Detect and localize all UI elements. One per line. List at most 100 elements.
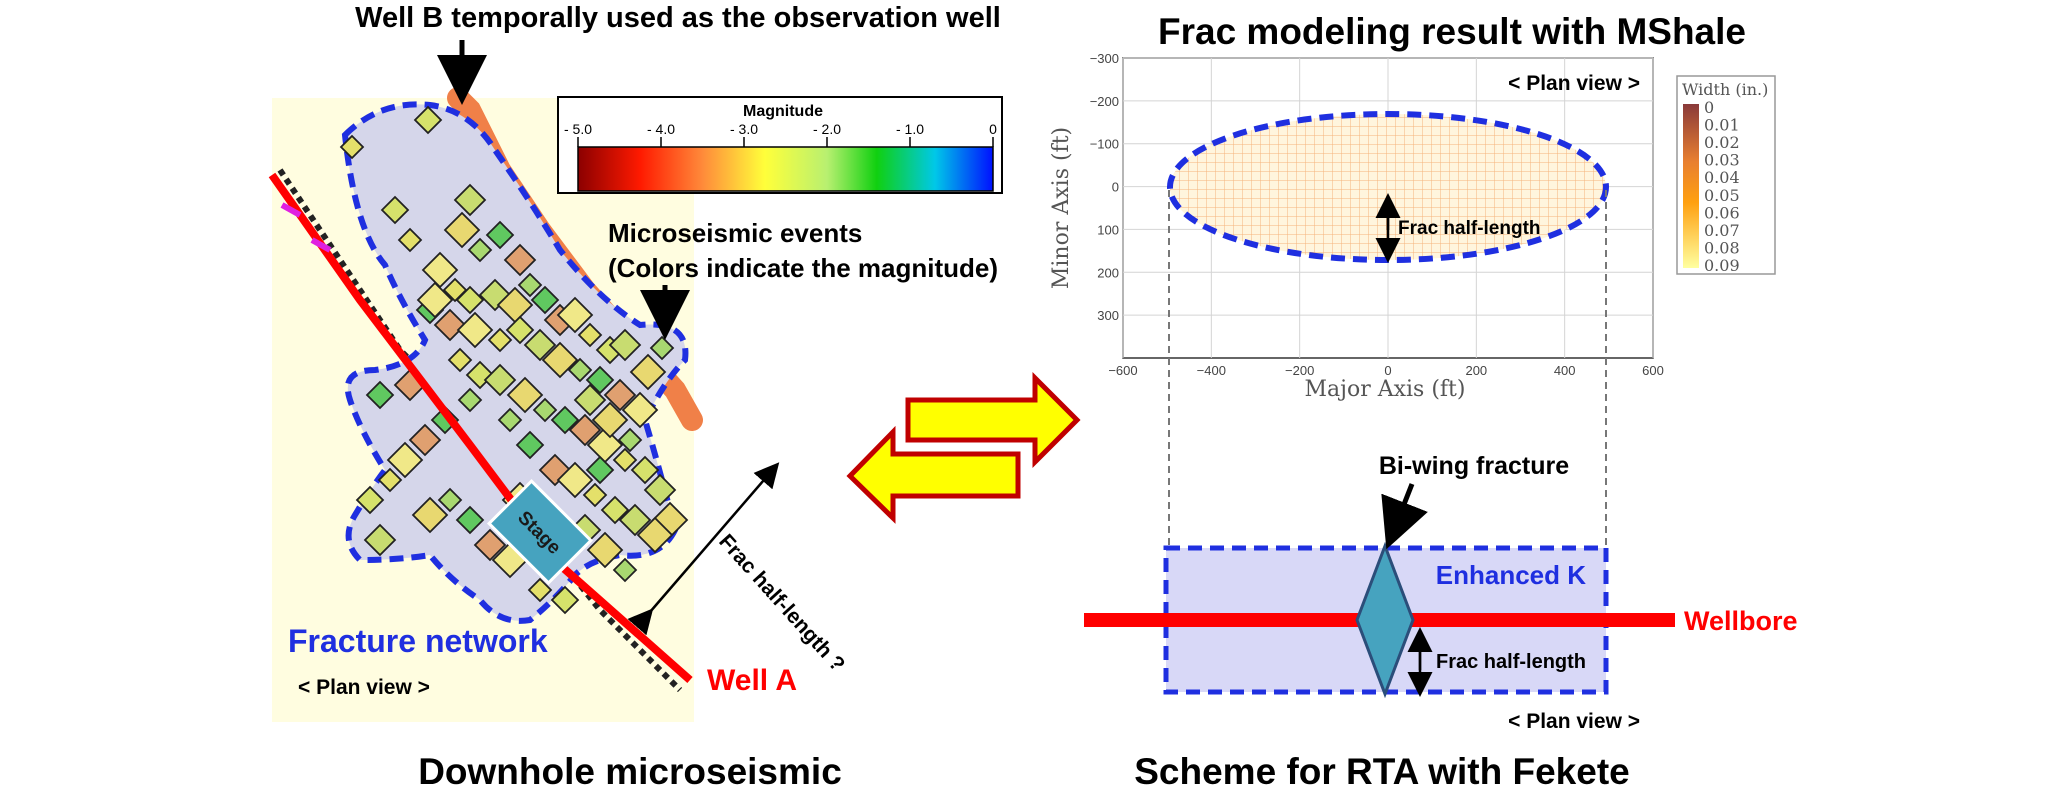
- arrow-left: [846, 425, 1021, 524]
- microseismic-event: [455, 505, 485, 535]
- microseismic-label-line2: (Colors indicate the magnitude): [608, 253, 998, 283]
- y-tick-label: 100: [1097, 222, 1119, 237]
- stage-box: Stage: [486, 478, 594, 586]
- well-a-magenta-marks: [280, 202, 332, 253]
- left-plan-view-label: < Plan view >: [298, 676, 430, 699]
- magnitude-tick-label: - 5.0: [564, 121, 592, 137]
- width-legend-title: Width (in.): [1682, 80, 1768, 99]
- width-legend-value: 0.02: [1704, 133, 1740, 152]
- microseismic-event: [386, 441, 424, 479]
- ellipse-frac-label: Frac half-length: [1398, 218, 1541, 239]
- magnitude-tick-label: - 3.0: [730, 121, 758, 137]
- microseismic-event: [585, 365, 615, 395]
- exchange-arrows: [846, 371, 1081, 524]
- microseismic-event: [568, 413, 602, 447]
- y-tick-label: −100: [1090, 137, 1119, 152]
- microseismic-event: [582, 482, 608, 508]
- microseismic-event: [467, 237, 493, 263]
- x-axis-label: Major Axis (ft): [1305, 377, 1466, 402]
- right-title: Frac modeling result with MShale: [1158, 11, 1746, 52]
- x-tick-label: −200: [1285, 363, 1314, 378]
- x-tick-label: −600: [1108, 363, 1137, 378]
- microseismic-event: [483, 363, 517, 397]
- enhanced-k-label: Enhanced K: [1436, 560, 1586, 590]
- microseismic-event: [443, 211, 481, 249]
- microseismic-event: [506, 376, 544, 414]
- width-legend-value: 0.07: [1704, 221, 1740, 240]
- microseismic-event: [497, 407, 523, 433]
- microseismic-event: [515, 430, 545, 460]
- microseismic-event: [649, 335, 675, 361]
- microseismic-event: [586, 531, 624, 569]
- width-legend-value: 0.06: [1704, 203, 1740, 222]
- magnitude-tick-label: - 2.0: [813, 121, 841, 137]
- frac-half-length-question: Frac half-length ?: [714, 530, 849, 676]
- microseismic-event: [457, 387, 483, 413]
- microseismic-event: [485, 220, 515, 250]
- right-panel: Frac modeling result with MShale Frac ha…: [1049, 11, 1798, 792]
- microseismic-event: [577, 322, 603, 348]
- width-legend-value: 0.05: [1704, 186, 1740, 205]
- microseismic-event: [473, 528, 507, 562]
- microseismic-event: [517, 272, 543, 298]
- microseismic-event: [380, 195, 410, 225]
- width-legend-value: 0: [1704, 98, 1714, 117]
- width-legend-value: 0.03: [1704, 151, 1740, 170]
- y-tick-label: 300: [1097, 308, 1119, 323]
- microseismic-event: [550, 585, 580, 615]
- microseismic-event: [377, 467, 403, 493]
- microseismic-event: [455, 285, 485, 315]
- microseismic-event: [355, 485, 385, 515]
- microseismic-event: [505, 315, 535, 345]
- right-caption: Scheme for RTA with Fekete: [1134, 751, 1630, 792]
- microseismic-event: [617, 427, 643, 453]
- microseismic-event: [413, 105, 443, 135]
- microseismic-event: [365, 380, 395, 410]
- microseismic-event: [523, 328, 557, 362]
- microseismic-event: [603, 378, 637, 412]
- arrow-right: [905, 371, 1081, 469]
- microseismic-event: [503, 243, 537, 277]
- x-tick-label: 600: [1642, 363, 1664, 378]
- y-tick-label: −300: [1090, 51, 1119, 66]
- microseismic-label-line1: Microseismic events: [608, 218, 862, 248]
- biwing-label: Bi-wing fracture: [1379, 452, 1569, 480]
- microseismic-event: [541, 341, 579, 379]
- y-tick-label: −200: [1090, 94, 1119, 109]
- microseismic-event: [527, 577, 553, 603]
- y-tick-label: 200: [1097, 265, 1119, 280]
- x-tick-label: 400: [1554, 363, 1576, 378]
- x-tick-label: 0: [1384, 363, 1391, 378]
- microseismic-event: [487, 327, 513, 353]
- biwing-fracture: [1355, 541, 1415, 699]
- microseismic-event: [532, 397, 558, 423]
- microseismic-event: [456, 311, 494, 349]
- microseismic-event: [556, 296, 594, 334]
- microseismic-event: [447, 347, 473, 373]
- left-caption: Downhole microseismic: [418, 751, 842, 792]
- fault-trace-upper: [277, 168, 433, 383]
- magnitude-tick-label: - 1.0: [896, 121, 924, 137]
- well-a-label: Well A: [707, 664, 797, 697]
- width-legend-value: 0.01: [1704, 116, 1740, 135]
- fault-trace-lower: [557, 558, 683, 693]
- microseismic-event: [585, 455, 615, 485]
- microseismic-event: [363, 523, 397, 557]
- y-tick-label: 0: [1112, 180, 1119, 195]
- x-tick-label: 200: [1465, 363, 1487, 378]
- microseismic-event: [433, 308, 467, 342]
- width-legend-value: 0.08: [1704, 238, 1740, 257]
- scheme-plan-view-label: < Plan view >: [1508, 710, 1640, 733]
- magnitude-tick-label: - 4.0: [647, 121, 675, 137]
- left-panel: Stage Frac half-length ? Magnitude - 5.0…: [268, 2, 1003, 792]
- microseismic-event: [629, 353, 667, 391]
- microseismic-event: [608, 328, 642, 362]
- biwing-pointer: [1381, 483, 1428, 550]
- microseismic-event: [573, 383, 607, 417]
- microseismic-event: [339, 134, 365, 160]
- microseismic-event: [411, 496, 449, 534]
- magnitude-title: Magnitude: [743, 103, 823, 120]
- microseismic-event: [437, 487, 463, 513]
- frac-half-length-arrow: [627, 462, 780, 636]
